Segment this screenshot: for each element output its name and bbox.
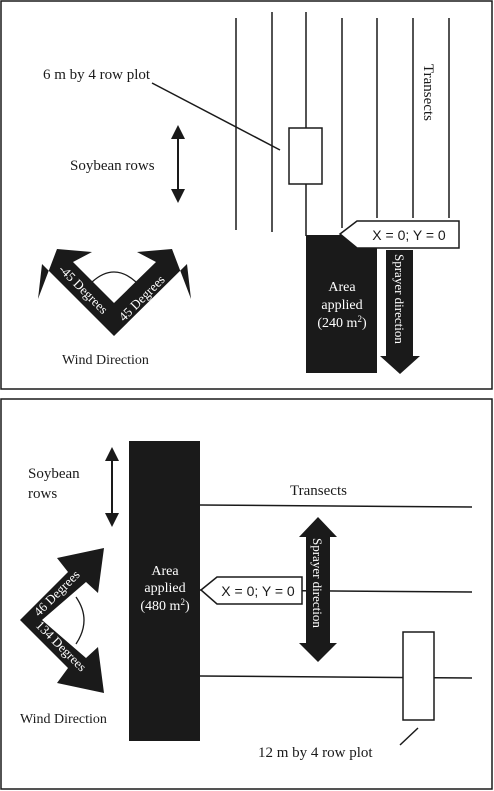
bottom-panel-frame — [0, 398, 493, 790]
top-plot-leader-line — [151, 82, 281, 151]
bottom-area-applied-block — [129, 441, 200, 741]
top-panel-frame — [0, 0, 493, 390]
bottom-rows-label-line2: rows — [28, 486, 57, 502]
bottom-transects-label: Transects — [290, 483, 347, 499]
bottom-plot-box — [402, 631, 435, 721]
bottom-wind-caption: Wind Direction — [20, 712, 107, 727]
bottom-wind-upper-label: 46 Degrees — [31, 567, 83, 619]
top-area-applied-block — [306, 235, 377, 373]
top-wind-caption: Wind Direction — [62, 353, 149, 368]
top-wind-v-shape — [38, 249, 191, 336]
top-area-label-line1: Area — [328, 280, 356, 295]
top-wind-left-label: -45 Degrees — [56, 262, 111, 317]
top-soybean-row-lines — [235, 12, 450, 236]
top-rows-label: Soybean rows — [70, 158, 155, 174]
top-transects-label: Transects — [420, 64, 436, 121]
transect-line — [199, 504, 473, 508]
top-plot-label: 6 m by 4 row plot — [43, 67, 151, 83]
top-area-label-line2: applied — [321, 298, 362, 313]
bottom-wind-lower-label: 134 Degrees — [33, 618, 90, 675]
top-sprayer-label: Sprayer direction — [392, 254, 407, 344]
top-wind-angle-arc — [91, 271, 137, 283]
top-panel: Transects 6 m by 4 row plot Soybean rows… — [0, 0, 493, 390]
bottom-wind-direction-arrow: 46 Degrees 134 Degrees — [20, 548, 104, 693]
bottom-panel: Soybean rows Transects Area applied (480… — [0, 398, 493, 790]
bottom-wind-angle-arc — [75, 596, 85, 645]
top-area-label-line3: (240 m2) — [317, 314, 367, 331]
bottom-area-label-line2: applied — [144, 581, 185, 596]
bottom-sprayer-arrow — [299, 517, 337, 662]
top-wind-direction-arrow: -45 Degrees 45 Degrees — [38, 249, 191, 336]
bottom-rows-label-line1: Soybean — [28, 466, 80, 482]
top-sprayer-arrow — [380, 250, 420, 374]
top-origin-label: X = 0; Y = 0 — [372, 227, 446, 243]
bottom-area-label-line1: Area — [151, 564, 179, 579]
bottom-origin-label: X = 0; Y = 0 — [221, 583, 295, 599]
bottom-sprayer-label: Sprayer direction — [310, 538, 325, 628]
bottom-plot-label: 12 m by 4 row plot — [258, 745, 373, 761]
bottom-area-label-line3: (480 m2) — [140, 597, 190, 614]
top-origin-callout — [338, 220, 460, 249]
top-plot-box — [288, 127, 323, 185]
bottom-wind-v-shape — [20, 548, 104, 693]
bottom-plot-leader-line — [399, 727, 419, 746]
bottom-origin-callout — [199, 576, 303, 605]
